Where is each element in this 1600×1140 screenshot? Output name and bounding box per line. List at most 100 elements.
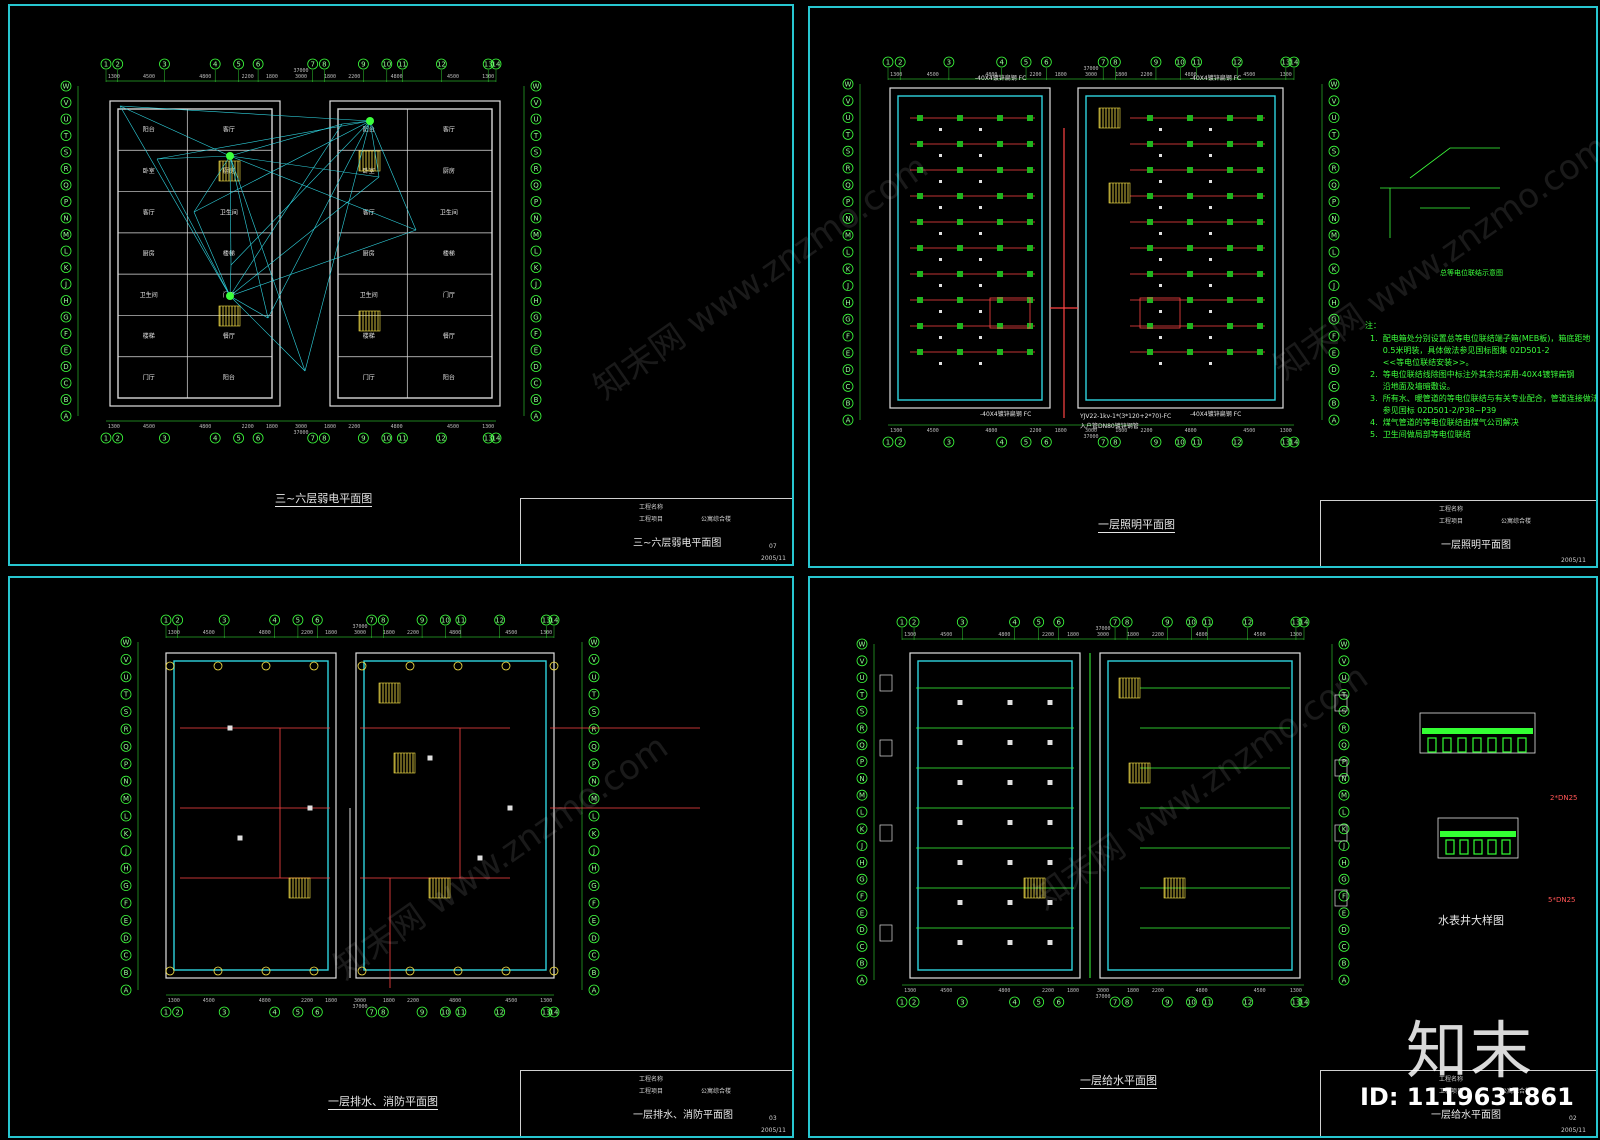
axis-letter: E xyxy=(124,917,128,925)
signal-cable xyxy=(341,120,371,125)
axis-bubble xyxy=(1121,996,1133,1008)
floor-drain-icon xyxy=(507,805,513,811)
fire-hydrant-icon xyxy=(549,661,559,671)
axis-letter: V xyxy=(1342,657,1347,665)
axis-letter: E xyxy=(534,347,538,355)
distribution-box-icon xyxy=(366,117,374,125)
light-fixture-icon xyxy=(1027,271,1033,277)
light-fixture-icon xyxy=(1187,323,1193,329)
dimension-label: 2200 xyxy=(407,998,419,1004)
room-label: 门厅 xyxy=(443,291,455,299)
axis-number: 10 xyxy=(1176,439,1185,447)
axis-number: 3 xyxy=(222,1009,226,1017)
axis-bubble xyxy=(856,940,868,952)
axis-letter: P xyxy=(534,198,538,206)
axis-letter: U xyxy=(63,116,68,124)
floor-plan-weak-current: 1122334455667788991010111112121313141413… xyxy=(60,58,542,444)
axis-letter: T xyxy=(123,691,129,699)
dimension-label: 4800 xyxy=(391,424,403,430)
axis-bubble xyxy=(209,432,221,444)
room-label: 餐厅 xyxy=(443,332,455,340)
fixture-icon xyxy=(1007,900,1013,905)
axis-number: 12 xyxy=(1233,59,1242,67)
tb-item-value: 公寓综合楼 xyxy=(701,1088,732,1095)
axis-bubble xyxy=(588,740,600,752)
axis-bubble xyxy=(1150,436,1162,448)
axis-letter: R xyxy=(1342,725,1347,733)
axis-bubble xyxy=(100,58,112,70)
water-meter-icon xyxy=(1487,839,1497,855)
fixture-icon xyxy=(1007,740,1013,745)
axis-number: 13 xyxy=(484,61,493,69)
room-label: 阳台 xyxy=(223,373,235,381)
axis-bubble xyxy=(60,410,72,422)
axis-letter: D xyxy=(1331,366,1336,374)
axis-letter: A xyxy=(534,413,539,421)
dimension-label: 1800 xyxy=(383,630,395,636)
axis-bubble xyxy=(530,410,542,422)
light-fixture-icon xyxy=(1147,349,1153,355)
axis-bubble xyxy=(842,145,854,157)
fire-hydrant-icon xyxy=(405,661,415,671)
axis-bubble xyxy=(100,432,112,444)
light-fixture-icon xyxy=(957,245,963,251)
dimension-label: 3000 xyxy=(354,998,366,1004)
axis-number: 6 xyxy=(1044,59,1049,67)
room-label: 客厅 xyxy=(223,126,235,134)
dimension-label: 4800 xyxy=(259,630,271,636)
dimension-label: 2200 xyxy=(1029,428,1041,434)
axis-bubble xyxy=(218,614,230,626)
axis-bubble xyxy=(112,432,124,444)
fixture-icon xyxy=(1047,820,1053,825)
floor-plan-drainage: 1122334455667788991010111112121313141413… xyxy=(120,614,700,1018)
axis-bubble xyxy=(588,636,600,648)
dimension-label: 1800 xyxy=(1067,988,1079,994)
fixture-icon xyxy=(957,900,963,905)
signal-cable xyxy=(369,120,417,231)
axis-bubble xyxy=(1020,56,1032,68)
axis-letter: B xyxy=(1332,400,1337,408)
axis-number: 11 xyxy=(398,435,407,443)
light-fixture-icon xyxy=(957,141,963,147)
axis-bubble xyxy=(540,1006,552,1018)
dimension-label: 4500 xyxy=(927,72,939,78)
axis-letter: E xyxy=(1332,349,1336,357)
axis-letter: E xyxy=(860,909,864,917)
axis-number: 6 xyxy=(315,1009,320,1017)
dimension-label: 1800 xyxy=(266,74,278,80)
signal-cable xyxy=(156,155,231,160)
axis-bubble xyxy=(1338,672,1350,683)
light-fixture-icon xyxy=(917,167,923,173)
axis-number: 11 xyxy=(456,1009,465,1017)
axis-bubble xyxy=(1328,347,1340,359)
dimension-label: 4500 xyxy=(940,632,952,638)
light-fixture-icon xyxy=(1227,245,1233,251)
axis-bubble xyxy=(120,967,132,979)
light-fixture-icon xyxy=(917,297,923,303)
axis-letter: S xyxy=(1332,148,1337,156)
axis-bubble xyxy=(530,163,542,174)
room-label: 阳台 xyxy=(363,126,375,134)
distribution-box-icon xyxy=(226,152,234,160)
axis-letter: K xyxy=(860,825,865,833)
axis-bubble xyxy=(252,58,264,70)
axis-number: 4 xyxy=(272,1009,277,1017)
axis-bubble xyxy=(416,1006,428,1018)
axis-number: 9 xyxy=(1165,619,1169,627)
axis-letter: R xyxy=(592,726,597,734)
switch-icon xyxy=(979,206,982,209)
axis-letter: B xyxy=(64,396,69,404)
dimension-label: 2200 xyxy=(1140,428,1152,434)
signal-cable xyxy=(229,155,380,178)
fixture-icon xyxy=(1007,700,1013,705)
axis-number: 6 xyxy=(1057,619,1062,627)
axis-bubble xyxy=(1338,940,1350,952)
axis-bubble xyxy=(1338,873,1350,885)
switch-icon xyxy=(1159,128,1162,131)
axis-bubble xyxy=(842,95,854,107)
axis-letter: W xyxy=(123,639,130,647)
axis-bubble xyxy=(112,58,124,70)
axis-bubble xyxy=(588,932,600,944)
axis-bubble xyxy=(1191,56,1202,68)
light-fixture-icon xyxy=(1227,271,1233,277)
